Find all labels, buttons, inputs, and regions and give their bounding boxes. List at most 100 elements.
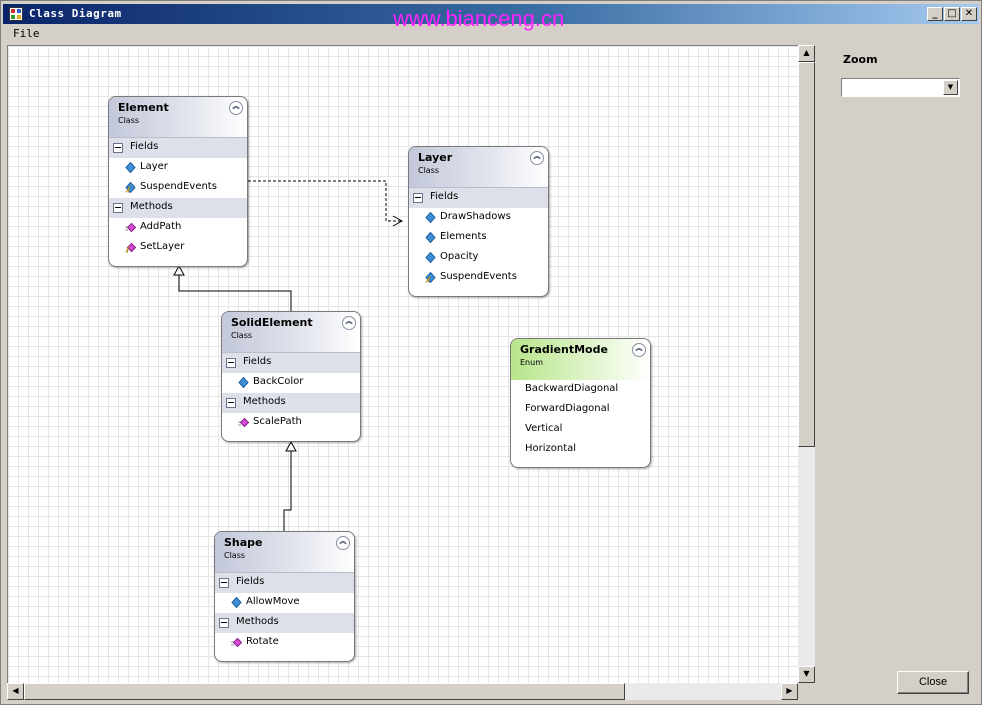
horizontal-scrollbar[interactable]: ◀ ▶ (7, 683, 798, 700)
shape-header[interactable]: GradientMode Enum ︽ (511, 339, 650, 380)
enum-value[interactable]: Vertical (511, 420, 650, 440)
diagram-connectors (173, 180, 404, 531)
vertical-scroll-thumb[interactable] (798, 62, 815, 447)
class-shape-layer[interactable]: Layer Class ︽ Fields DrawShadows Element… (408, 146, 549, 297)
fields-section-header[interactable]: Fields (215, 573, 354, 593)
method-item[interactable]: Rotate (215, 633, 354, 653)
member-name: SetLayer (140, 241, 185, 252)
inheritance-line-solidelement[interactable] (178, 274, 292, 311)
shape-header[interactable]: Layer Class ︽ (409, 147, 548, 188)
field-event-icon (425, 272, 436, 283)
collapse-icon[interactable]: ︽ (632, 343, 646, 357)
vertical-scrollbar[interactable]: ▲ ▼ (798, 45, 815, 683)
class-shape-element[interactable]: Element Class ︽ Fields Layer SuspendEven… (108, 96, 248, 267)
field-item[interactable]: Opacity (409, 248, 548, 268)
shape-header[interactable]: Element Class ︽ (109, 97, 247, 138)
collapse-icon[interactable]: ︽ (336, 536, 350, 550)
minus-icon[interactable] (413, 193, 423, 203)
section-label: Fields (243, 356, 272, 367)
enum-value[interactable]: Horizontal (511, 440, 650, 460)
close-window-button[interactable]: ✕ (961, 7, 977, 21)
member-name: BackColor (253, 376, 304, 387)
title-bar[interactable]: Class Diagram www.bianceng.cn _ □ ✕ (3, 4, 979, 31)
field-item[interactable]: Elements (409, 228, 548, 248)
shape-name: Layer (418, 151, 453, 164)
field-icon (238, 377, 249, 388)
minus-icon[interactable] (226, 398, 236, 408)
zoom-label: Zoom (843, 53, 878, 66)
enum-shape-gradientmode[interactable]: GradientMode Enum ︽ BackwardDiagonal For… (510, 338, 651, 468)
member-name: Layer (140, 161, 168, 172)
enum-value-label: ForwardDiagonal (525, 403, 610, 414)
field-item[interactable]: Layer (109, 158, 247, 178)
member-name: Elements (440, 231, 487, 242)
field-item[interactable]: DrawShadows (409, 208, 548, 228)
section-label: Fields (430, 191, 459, 202)
shape-header[interactable]: Shape Class ︽ (215, 532, 354, 573)
scroll-right-button[interactable]: ▶ (781, 683, 798, 700)
member-name: AddPath (140, 221, 182, 232)
diagram-app-icon (9, 7, 23, 21)
shape-name: Shape (224, 536, 263, 549)
minus-icon[interactable] (226, 358, 236, 368)
shape-name: SolidElement (231, 316, 313, 329)
diagram-canvas[interactable]: Element Class ︽ Fields Layer SuspendEven… (7, 45, 798, 683)
methods-section-header[interactable]: Methods (215, 613, 354, 633)
fields-section-header[interactable]: Fields (222, 353, 360, 373)
maximize-button[interactable]: □ (944, 7, 960, 21)
field-item[interactable]: SuspendEvents (109, 178, 247, 198)
method-icon (125, 222, 136, 233)
window-title: Class Diagram (29, 7, 122, 20)
zoom-dropdown[interactable]: ▼ (841, 78, 960, 97)
minus-icon[interactable] (113, 143, 123, 153)
arrow-left-icon: ◀ (12, 686, 19, 695)
scroll-left-button[interactable]: ◀ (7, 683, 24, 700)
method-icon (231, 637, 242, 648)
inheritance-line-shape[interactable] (283, 451, 292, 531)
enum-value-label: BackwardDiagonal (525, 383, 619, 394)
class-shape-solidelement[interactable]: SolidElement Class ︽ Fields BackColor Me… (221, 311, 361, 442)
method-icon (125, 242, 136, 253)
method-item[interactable]: SetLayer (109, 238, 247, 258)
collapse-icon[interactable]: ︽ (229, 101, 243, 115)
field-icon (231, 597, 242, 608)
shape-header[interactable]: SolidElement Class ︽ (222, 312, 360, 353)
close-button[interactable]: Close (897, 671, 969, 694)
fields-section-header[interactable]: Fields (409, 188, 548, 208)
section-label: Fields (130, 141, 159, 152)
field-item[interactable]: AllowMove (215, 593, 354, 613)
minimize-icon: _ (932, 8, 938, 19)
minus-icon[interactable] (219, 578, 229, 588)
methods-section-header[interactable]: Methods (109, 198, 247, 218)
association-line[interactable] (248, 180, 401, 222)
menu-item-file[interactable]: File (13, 27, 40, 40)
section-label: Fields (236, 576, 265, 587)
collapse-icon[interactable]: ︽ (530, 151, 544, 165)
enum-value[interactable]: ForwardDiagonal (511, 400, 650, 420)
fields-section-header[interactable]: Fields (109, 138, 247, 158)
arrow-up-icon: ▲ (803, 48, 810, 57)
scroll-up-button[interactable]: ▲ (798, 45, 815, 62)
minimize-button[interactable]: _ (927, 7, 943, 21)
field-item[interactable]: SuspendEvents (409, 268, 548, 288)
collapse-icon[interactable]: ︽ (342, 316, 356, 330)
class-shape-shape[interactable]: Shape Class ︽ Fields AllowMove Methods R… (214, 531, 355, 662)
chevron-down-icon[interactable]: ▼ (943, 80, 958, 95)
horizontal-scroll-thumb[interactable] (24, 683, 625, 700)
shape-name: Element (118, 101, 169, 114)
minus-icon[interactable] (113, 203, 123, 213)
field-item[interactable]: BackColor (222, 373, 360, 393)
section-label: Methods (130, 201, 173, 212)
methods-section-header[interactable]: Methods (222, 393, 360, 413)
member-name: SuspendEvents (140, 181, 217, 192)
shape-kind: Class (231, 331, 253, 340)
enum-value[interactable]: BackwardDiagonal (511, 380, 650, 400)
field-icon (425, 252, 436, 263)
method-item[interactable]: AddPath (109, 218, 247, 238)
minus-icon[interactable] (219, 618, 229, 628)
menu-bar: File (3, 25, 979, 44)
field-icon (425, 212, 436, 223)
field-icon (425, 232, 436, 243)
method-item[interactable]: ScalePath (222, 413, 360, 433)
scroll-down-button[interactable]: ▼ (798, 666, 815, 683)
